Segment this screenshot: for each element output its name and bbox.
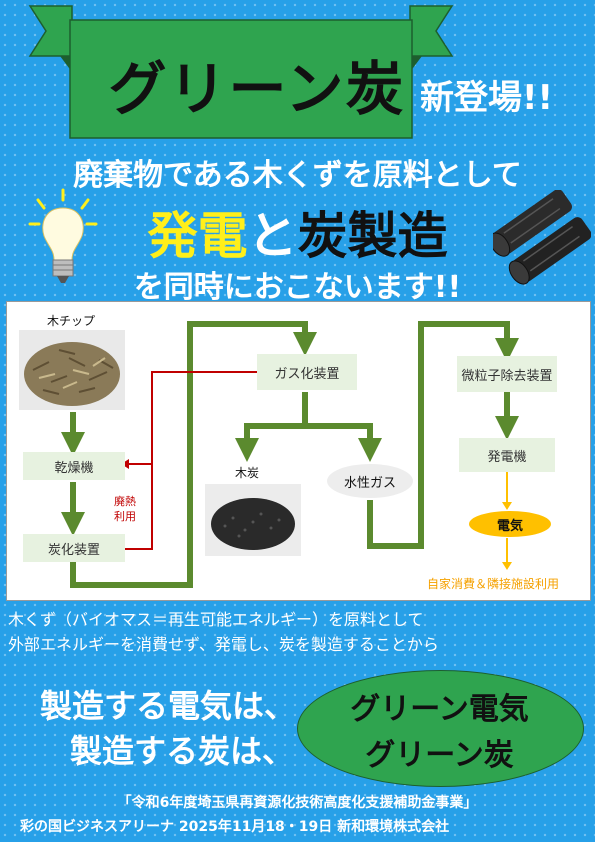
explanation-line-2: 外部エネルギーを消費せず、発電し、炭を製造することから [8, 635, 439, 654]
lead-line-3: を同時におこないます!! [133, 270, 462, 305]
self-use-label: 自家消費＆隣接施設利用 [427, 577, 560, 591]
gasifier-box: ガス化装置 [257, 354, 357, 390]
headline-and: と [247, 207, 298, 265]
waste-heat-use-text: 利用 [114, 510, 136, 523]
page-subtitle: 新登場!! [420, 78, 554, 118]
waste-heat-text: 廃熱 [114, 495, 136, 508]
carbonizer-box: 炭化装置 [23, 534, 125, 562]
charcoal-label: 木炭 [235, 466, 260, 480]
waste-heat-label: 廃熱利用 [114, 494, 136, 524]
charcoal-icon [493, 190, 591, 285]
process-diagram: 木チップ 乾燥機 炭化装置 廃熱利用 ガス化装置 木炭 水性ガス 微粒子除去装置… [6, 301, 591, 601]
conclusion-line-1: 製造する電気は、 [40, 687, 297, 725]
flow-arrows [61, 321, 519, 588]
grant-footer: 「令和6年度埼玉県再資源化技術高度化支援補助金事業」 [117, 795, 478, 811]
dryer-box: 乾燥機 [23, 452, 125, 480]
water-gas-node: 水性ガス [327, 464, 413, 498]
charcoal-photo [205, 484, 301, 556]
explanation-line-1: 木くず（バイオマス＝再生可能エネルギー）を原料として [8, 610, 424, 629]
lead-line-1: 廃棄物である木くずを原料として [73, 158, 522, 193]
green-charcoal-text: グリーン炭 [365, 738, 514, 773]
generator-box: 発電機 [459, 438, 555, 472]
headline: 発電と炭製造 [0, 196, 595, 268]
light-bulb-icon [28, 188, 98, 283]
green-oval [297, 670, 584, 787]
particle-remover-box: 微粒子除去装置 [457, 356, 557, 392]
wood-chip-photo [19, 330, 125, 410]
event-footer: 彩の国ビジネスアリーナ 2025年11月18・19日 新和環境株式会社 [20, 819, 450, 835]
headline-charcoal: 炭製造 [297, 207, 448, 265]
title-banner [28, 5, 454, 139]
conclusion-line-2: 製造する炭は、 [70, 732, 295, 770]
wood-chip-label: 木チップ [47, 314, 96, 328]
green-power-text: グリーン電気 [350, 692, 529, 727]
headline-power: 発電 [147, 207, 248, 265]
electricity-node: 電気 [469, 511, 551, 537]
page-title: グリーン炭 [108, 55, 406, 123]
